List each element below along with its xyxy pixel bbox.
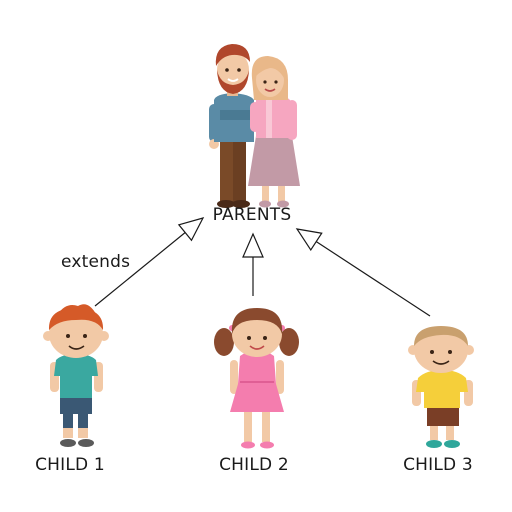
child1-label: CHILD 1	[35, 455, 105, 475]
arrow-child1-to-parents	[94, 217, 205, 307]
parents-label: PARENTS	[212, 205, 292, 225]
child2-label: CHILD 2	[219, 455, 289, 475]
child2-figure	[214, 308, 299, 449]
dad-figure	[209, 44, 254, 208]
child1-figure	[43, 304, 109, 447]
mom-figure	[248, 56, 300, 208]
parents-figure	[209, 44, 300, 208]
child3-figure	[408, 326, 474, 448]
extends-label: extends	[61, 252, 131, 272]
arrow-child3-to-parents	[295, 228, 431, 317]
child3-label: CHILD 3	[403, 455, 473, 475]
